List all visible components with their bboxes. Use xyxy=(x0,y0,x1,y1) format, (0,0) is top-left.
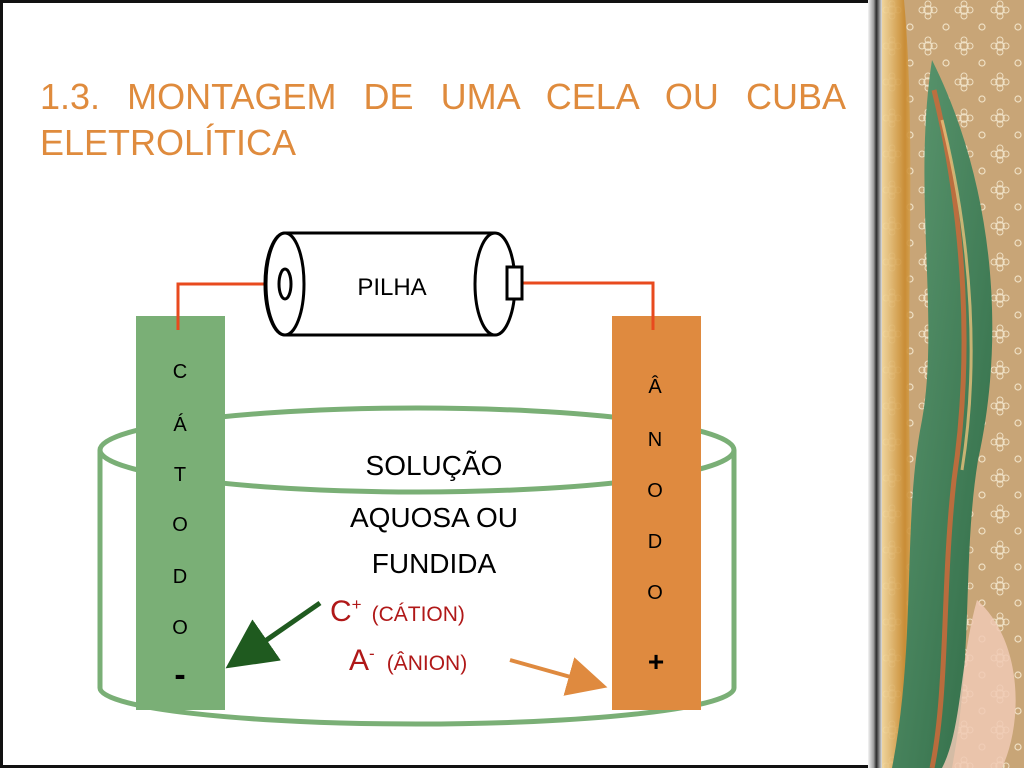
cathode-letter: O xyxy=(172,617,188,639)
cathode-letter: D xyxy=(173,566,187,588)
solution-line-1: SOLUÇÃO xyxy=(366,450,503,481)
leaf-vein xyxy=(929,89,967,768)
slide-title: 1.3. MONTAGEM DE UMA CELA OU CUBA ELETRO… xyxy=(40,76,846,163)
anode-letter: N xyxy=(648,429,662,451)
battery-negative-terminal xyxy=(277,267,293,301)
anion-arrow xyxy=(509,657,608,696)
anode-label: Â N O D O + xyxy=(647,375,664,677)
solution-line-2: AQUOSA OU xyxy=(350,502,518,533)
anion-label: A-(ÂNION) xyxy=(349,644,467,677)
anode-letter: Â xyxy=(648,375,662,398)
anode-electrode xyxy=(612,316,701,710)
cathode-sign: - xyxy=(174,656,185,694)
cathode-letter: Á xyxy=(173,413,187,436)
electrolytic-cell-diagram: PILHA C Á T O D O - Â N O D O + SOLUÇÃO … xyxy=(97,231,737,727)
slide: 1.3. MONTAGEM DE UMA CELA OU CUBA ELETRO… xyxy=(0,0,880,768)
cathode-electrode xyxy=(136,316,225,710)
cathode-label: C Á T O D O - xyxy=(172,361,188,694)
anion-charge: - xyxy=(369,644,375,663)
solution-line-3: FUNDIDA xyxy=(372,548,497,579)
gold-ribbon xyxy=(882,0,928,768)
battery-right-end xyxy=(473,231,496,337)
decorative-panel xyxy=(882,0,1024,768)
cation-label: C+ (CÁTION) xyxy=(330,595,465,628)
anode-sign: + xyxy=(648,646,664,677)
battery: PILHA xyxy=(263,231,524,337)
cation-charge: + xyxy=(352,595,362,614)
cation-arrow xyxy=(225,600,322,669)
anode-letter: O xyxy=(647,582,663,604)
cathode-wire xyxy=(176,282,285,330)
pink-petal xyxy=(942,600,1016,768)
green-leaf xyxy=(892,60,993,768)
battery-positive-terminal xyxy=(505,265,524,301)
anode-letter: D xyxy=(648,531,662,553)
battery-label: PILHA xyxy=(357,274,426,301)
anion-symbol: A xyxy=(349,644,369,677)
anode-letter: O xyxy=(647,480,663,502)
leaf-highlight xyxy=(940,119,973,471)
cation-name: (CÁTION) xyxy=(372,603,465,626)
cathode-letter: T xyxy=(174,464,186,486)
cathode-letter: C xyxy=(173,361,187,383)
solution-label: SOLUÇÃO AQUOSA OU FUNDIDA xyxy=(350,450,518,579)
cathode-letter: O xyxy=(172,514,188,536)
slide-border xyxy=(868,0,882,768)
anode-wire xyxy=(521,281,655,330)
anion-name: (ÂNION) xyxy=(387,652,468,675)
cation-symbol: C xyxy=(330,595,352,628)
